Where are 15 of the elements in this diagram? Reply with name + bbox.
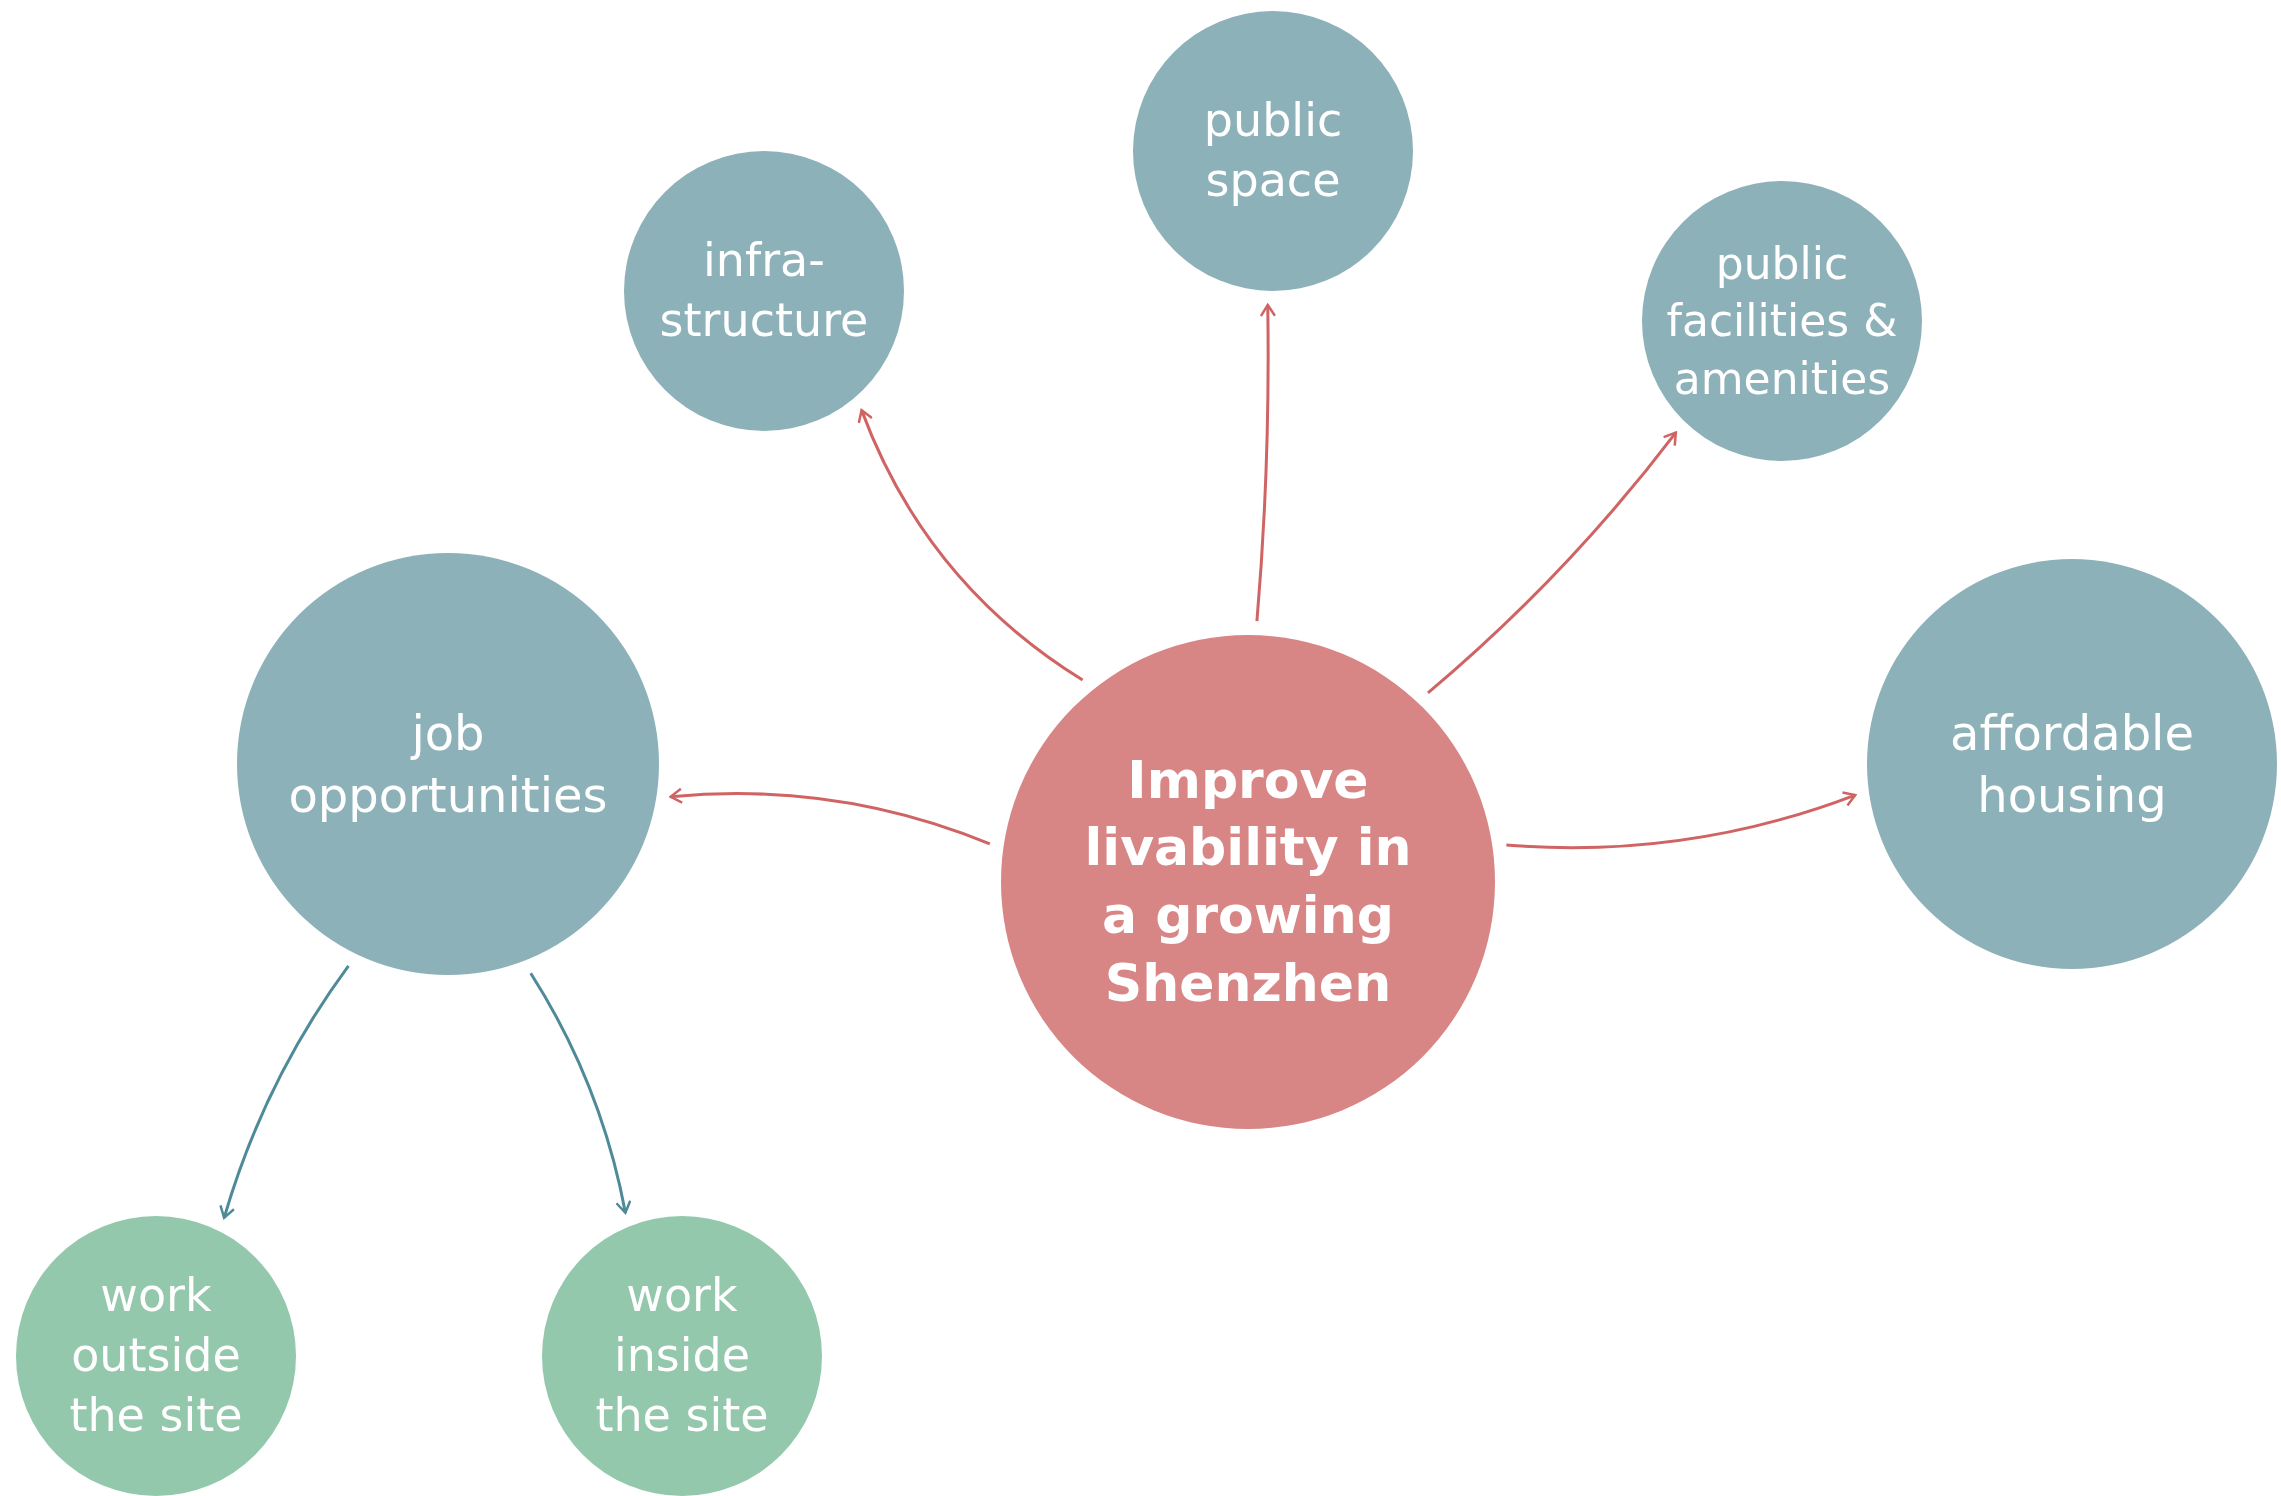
node-label: work outside the site (68, 1267, 244, 1444)
node-label: work inside the site (594, 1267, 770, 1444)
node-label: job opportunities (287, 703, 609, 825)
node-label: affordable housing (1949, 703, 2195, 825)
node-label: public space (1202, 92, 1344, 209)
arrow (219, 964, 350, 1220)
arrow (529, 972, 632, 1215)
arrow (1255, 303, 1277, 622)
node-label: public facilities & amenities (1665, 237, 1899, 406)
arrow (1426, 431, 1678, 695)
arrow (1506, 790, 1857, 850)
arrow (669, 787, 991, 846)
node-label: infra-structure (658, 232, 870, 349)
node-label: Improve livability in a growing Shenzhen (1083, 748, 1413, 1015)
arrow (857, 408, 1084, 682)
